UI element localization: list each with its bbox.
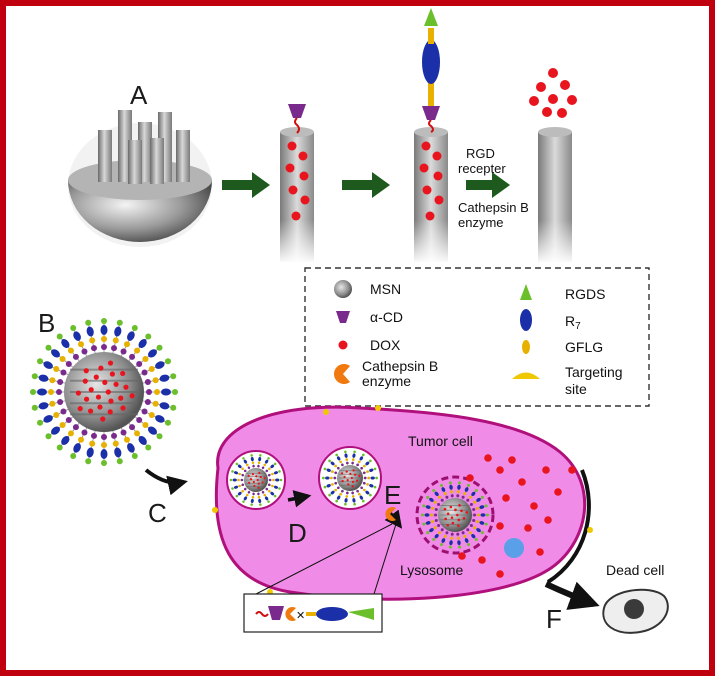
endocytosed-particle xyxy=(226,450,286,510)
cathepsin-enzyme-icon xyxy=(385,507,396,521)
tumor-cell xyxy=(212,405,593,601)
targeting-legend-icon xyxy=(512,372,540,379)
label-lysosome: Lysosome xyxy=(400,562,464,578)
lysosome xyxy=(415,475,495,555)
legend-cathepsin: Cathepsin B xyxy=(362,358,438,374)
panel-label-a: A xyxy=(130,80,148,110)
legend-targeting: Targeting xyxy=(565,364,623,380)
label-tumor-cell: Tumor cell xyxy=(408,433,473,449)
acd-ring-icon xyxy=(422,106,440,120)
panel-label-e: E xyxy=(384,480,401,510)
msn-pores xyxy=(98,110,190,184)
arrow-label-enzyme: enzyme xyxy=(458,215,504,230)
arrow-label-recepter: recepter xyxy=(458,161,506,176)
arrow-label-cathepsin: Cathepsin B xyxy=(458,200,529,215)
gflg-linker-icon xyxy=(428,80,434,106)
gflg-legend-icon xyxy=(522,340,530,354)
panel-label-f: F xyxy=(546,604,562,634)
msn-particle xyxy=(68,110,212,247)
rgds-peptide-icon xyxy=(424,8,438,26)
acd-ring-icon xyxy=(288,104,306,118)
panel-label-d: D xyxy=(288,518,307,548)
r7-legend-icon xyxy=(520,309,532,331)
rgds-legend-icon xyxy=(520,284,532,300)
acd-legend-icon xyxy=(336,311,350,323)
nucleus xyxy=(504,538,524,558)
arrow-label-rgd: RGD xyxy=(466,146,495,161)
legend-r7: R7 xyxy=(565,313,581,332)
process-arrow-3 xyxy=(466,172,510,198)
dox-legend-icon xyxy=(338,340,348,350)
legend-site: site xyxy=(565,381,587,397)
legend-acd: α-CD xyxy=(370,309,403,325)
arrow-c xyxy=(144,468,188,496)
endosome-particle xyxy=(318,446,382,510)
legend-cathepsin-enzyme: enzyme xyxy=(362,373,411,389)
legend-box: MSN α-CD DOX Cathepsin B enzyme RGDS R7 … xyxy=(304,267,650,407)
released-dox xyxy=(529,68,577,118)
functionalized-nanoparticle xyxy=(30,318,178,466)
panel-label-b: B xyxy=(38,308,55,338)
process-arrow-2 xyxy=(342,172,390,198)
dox-molecules xyxy=(419,141,444,221)
legend-msn: MSN xyxy=(370,281,401,297)
legend-dox: DOX xyxy=(370,337,401,353)
svg-text:✕: ✕ xyxy=(296,610,305,622)
released-dox-cytoplasm xyxy=(458,454,576,578)
pore-functionalized xyxy=(412,8,450,264)
cathepsin-legend-icon xyxy=(333,364,350,385)
dead-cell xyxy=(602,588,669,634)
panel-label-c: C xyxy=(148,498,167,528)
arrow-f xyxy=(544,581,600,610)
legend-rgds: RGDS xyxy=(565,286,605,302)
arrow-d xyxy=(287,490,312,508)
cleavage-inset: ✕ xyxy=(243,593,383,633)
msn-legend-icon xyxy=(334,280,352,298)
pore-loaded-capped xyxy=(278,104,316,264)
r7-peptide-icon xyxy=(422,40,440,84)
process-arrow-1 xyxy=(222,172,270,198)
pore-released xyxy=(529,68,577,264)
label-dead-cell: Dead cell xyxy=(606,562,664,578)
legend-gflg: GFLG xyxy=(565,339,603,355)
dox-molecules xyxy=(285,141,310,221)
